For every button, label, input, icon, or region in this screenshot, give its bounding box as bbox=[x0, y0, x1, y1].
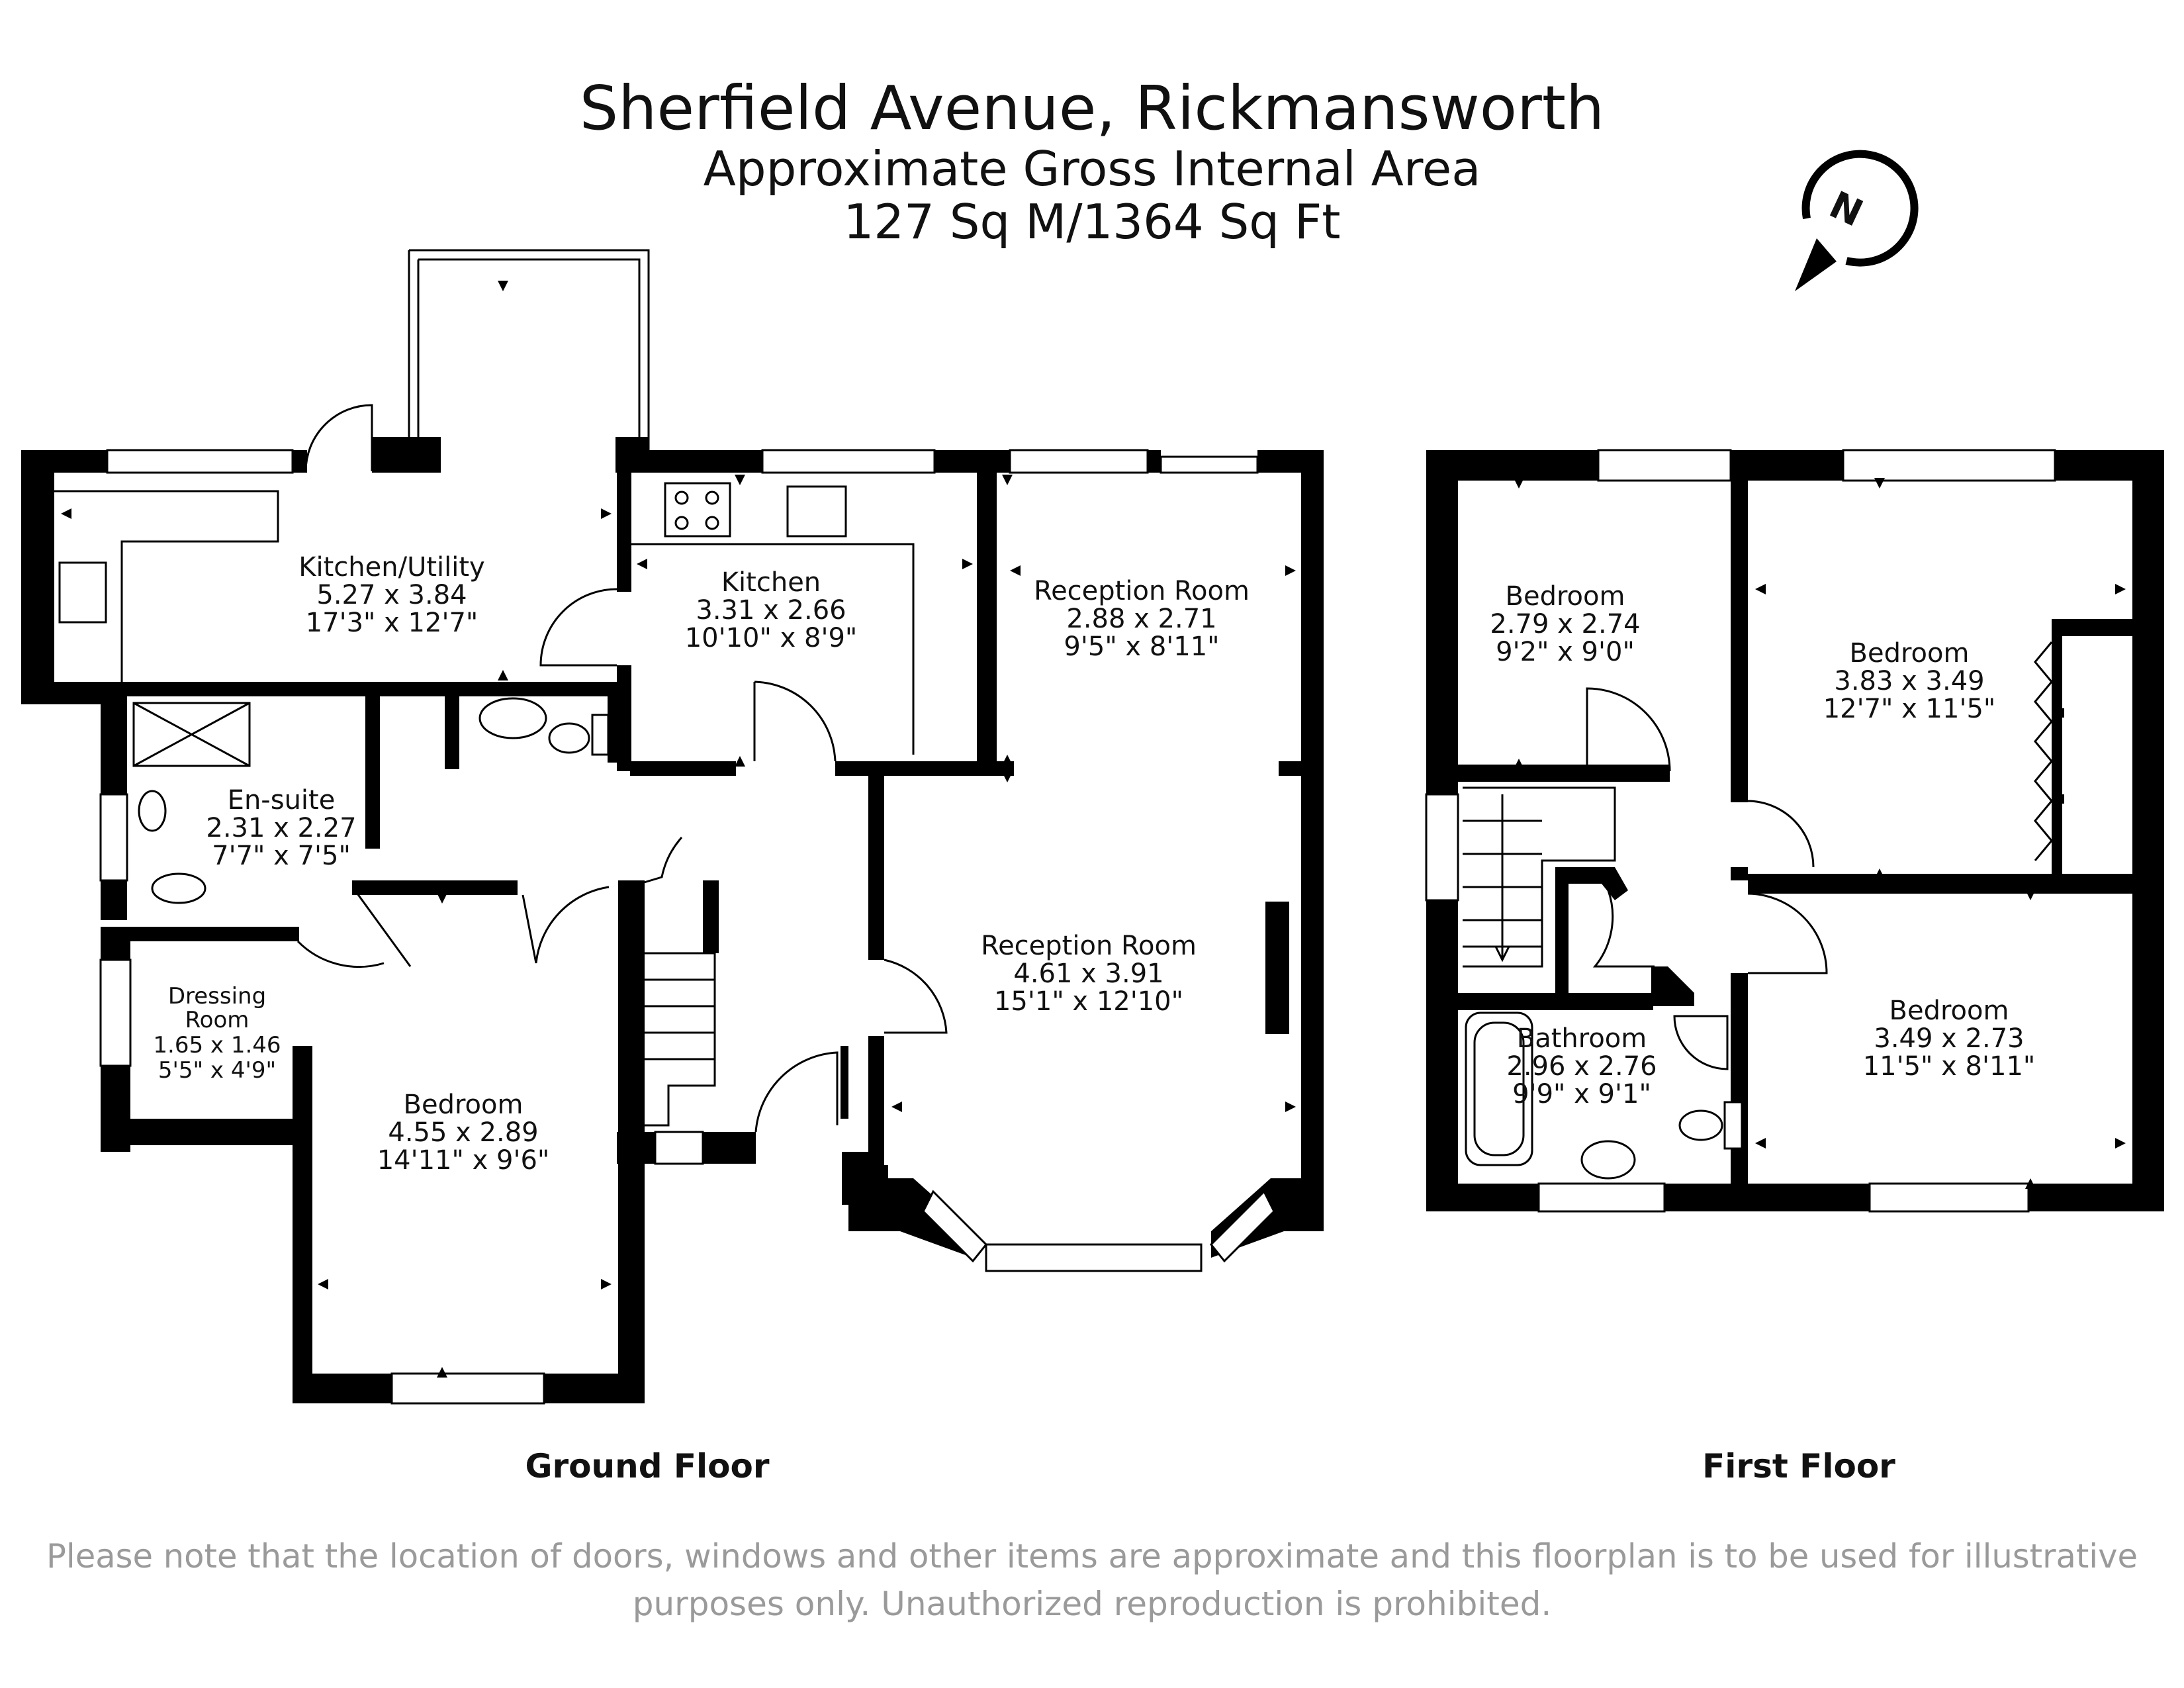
svg-text:14'11" x 9'6": 14'11" x 9'6" bbox=[377, 1145, 550, 1176]
room-kitchen-utility: Kitchen/Utility 5.27 x 3.84 17'3" x 12'7… bbox=[298, 552, 484, 638]
room-bathroom: Bathroom 2.96 x 2.76 9'9" x 9'1" bbox=[1506, 1023, 1657, 1109]
svg-text:En-suite: En-suite bbox=[228, 785, 336, 816]
svg-text:2.96 x 2.76: 2.96 x 2.76 bbox=[1506, 1051, 1657, 1082]
svg-text:5.27 x 3.84: 5.27 x 3.84 bbox=[316, 580, 467, 610]
svg-text:9'2" x 9'0": 9'2" x 9'0" bbox=[1496, 637, 1635, 667]
svg-text:Kitchen: Kitchen bbox=[721, 567, 821, 598]
svg-text:Room: Room bbox=[185, 1007, 250, 1033]
svg-text:Bedroom: Bedroom bbox=[1850, 638, 1970, 669]
svg-text:9'9" x 9'1": 9'9" x 9'1" bbox=[1512, 1079, 1651, 1109]
floor-label-first: First Floor bbox=[1702, 1447, 1895, 1485]
disclaimer-line-1: Please note that the location of doors, … bbox=[46, 1537, 2138, 1575]
svg-text:4.55 x 2.89: 4.55 x 2.89 bbox=[388, 1117, 538, 1148]
svg-text:10'10" x 8'9": 10'10" x 8'9" bbox=[685, 623, 858, 653]
svg-text:Bedroom: Bedroom bbox=[404, 1090, 523, 1120]
svg-text:2.88 x 2.71: 2.88 x 2.71 bbox=[1066, 604, 1216, 634]
disclaimer-line-2: purposes only. Unauthorized reproduction… bbox=[633, 1585, 1552, 1623]
svg-text:3.31 x 2.66: 3.31 x 2.66 bbox=[696, 595, 846, 626]
svg-text:Bathroom: Bathroom bbox=[1517, 1023, 1647, 1054]
room-bedroom-a: Bedroom 2.79 x 2.74 9'2" x 9'0" bbox=[1490, 581, 1640, 667]
room-reception-2: Reception Room 4.61 x 3.91 15'1" x 12'10… bbox=[981, 931, 1197, 1017]
svg-text:Bedroom: Bedroom bbox=[1889, 996, 2009, 1026]
svg-text:7'7" x 7'5": 7'7" x 7'5" bbox=[212, 841, 351, 871]
ground-floor-plan: Kitchen/Utility 5.27 x 3.84 17'3" x 12'7… bbox=[21, 249, 1324, 1405]
svg-text:Kitchen/Utility: Kitchen/Utility bbox=[298, 552, 484, 583]
svg-text:Reception Room: Reception Room bbox=[981, 931, 1197, 961]
room-ground-bedroom: Bedroom 4.55 x 2.89 14'11" x 9'6" bbox=[377, 1090, 550, 1176]
svg-text:Reception Room: Reception Room bbox=[1034, 576, 1250, 606]
svg-text:2.79 x 2.74: 2.79 x 2.74 bbox=[1490, 609, 1640, 639]
svg-text:3.83 x 3.49: 3.83 x 3.49 bbox=[1834, 666, 1984, 696]
compass-icon: N bbox=[1795, 150, 1919, 291]
plan-area: 127 Sq M/1364 Sq Ft bbox=[843, 194, 1340, 250]
room-kitchen: Kitchen 3.31 x 2.66 10'10" x 8'9" bbox=[685, 567, 858, 653]
first-floor-plan: Bedroom 2.79 x 2.74 9'2" x 9'0" Bedroom … bbox=[1425, 449, 2164, 1213]
svg-text:15'1" x 12'10": 15'1" x 12'10" bbox=[994, 986, 1183, 1017]
room-bedroom-c: Bedroom 3.49 x 2.73 11'5" x 8'11" bbox=[1863, 996, 2036, 1082]
compass-north-label: N bbox=[1823, 183, 1869, 236]
svg-text:5'5" x 4'9": 5'5" x 4'9" bbox=[158, 1057, 276, 1084]
svg-text:Dressing: Dressing bbox=[168, 983, 266, 1009]
floor-label-ground: Ground Floor bbox=[525, 1447, 769, 1485]
svg-text:2.31 x 2.27: 2.31 x 2.27 bbox=[206, 813, 356, 843]
room-dressing: Dressing Room 1.65 x 1.46 5'5" x 4'9" bbox=[153, 983, 281, 1084]
svg-text:11'5" x 8'11": 11'5" x 8'11" bbox=[1863, 1051, 2036, 1082]
svg-text:9'5" x 8'11": 9'5" x 8'11" bbox=[1064, 632, 1219, 662]
room-en-suite: En-suite 2.31 x 2.27 7'7" x 7'5" bbox=[206, 785, 356, 871]
svg-text:17'3" x 12'7": 17'3" x 12'7" bbox=[306, 608, 478, 638]
svg-text:3.49 x 2.73: 3.49 x 2.73 bbox=[1874, 1023, 2024, 1054]
plan-subtitle: Approximate Gross Internal Area bbox=[704, 141, 1481, 197]
plan-title: Sherfield Avenue, Rickmansworth bbox=[580, 73, 1605, 144]
room-bedroom-b: Bedroom 3.83 x 3.49 12'7" x 11'5" bbox=[1823, 638, 1996, 724]
svg-text:12'7" x 11'5": 12'7" x 11'5" bbox=[1823, 694, 1996, 724]
svg-text:4.61 x 3.91: 4.61 x 3.91 bbox=[1013, 959, 1163, 989]
svg-text:Bedroom: Bedroom bbox=[1506, 581, 1625, 612]
room-reception-1: Reception Room 2.88 x 2.71 9'5" x 8'11" bbox=[1034, 576, 1250, 662]
svg-text:1.65 x 1.46: 1.65 x 1.46 bbox=[153, 1032, 281, 1058]
